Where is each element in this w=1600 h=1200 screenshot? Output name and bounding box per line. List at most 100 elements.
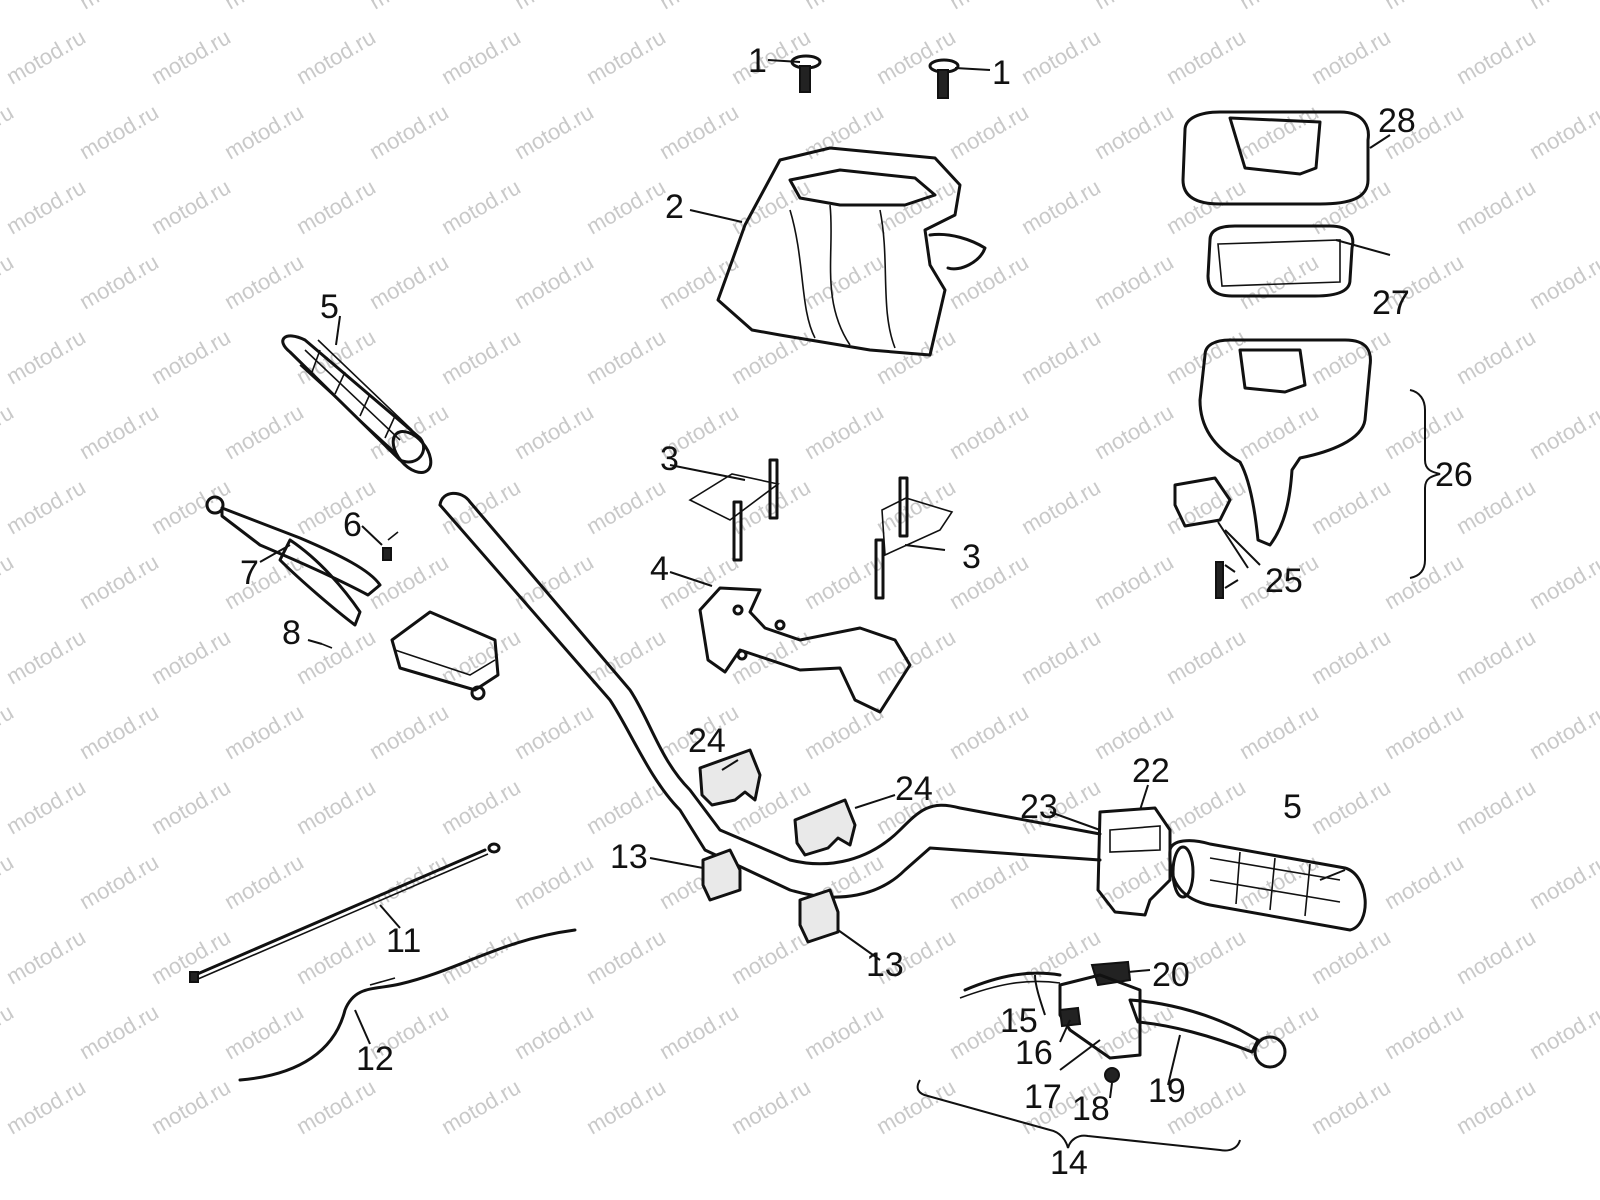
watermark-text: motod.ru: [1452, 174, 1540, 239]
watermark-text: motod.ru: [1525, 0, 1600, 14]
watermark-text: motod.ru: [1235, 99, 1323, 164]
part-3-bolts-right: [874, 476, 954, 600]
watermark-text: motod.ru: [1452, 924, 1540, 989]
part-27-diaphragm: [1206, 224, 1355, 298]
part-18-nut: [1104, 1067, 1120, 1083]
callout-6: 6: [343, 506, 362, 544]
watermark-text: motod.ru: [0, 849, 18, 914]
watermark-text: motod.ru: [1307, 174, 1395, 239]
watermark-text: motod.ru: [147, 324, 235, 389]
watermark-text: motod.ru: [75, 0, 163, 14]
callout-12: 12: [356, 1040, 394, 1078]
leader-lines: [259, 59, 1441, 1152]
watermark-text: motod.ru: [292, 624, 380, 689]
part-28-reservoir-cap: [1181, 110, 1370, 206]
watermark-text: motod.ru: [292, 1074, 380, 1139]
watermark-text: motod.ru: [510, 849, 598, 914]
watermark-text: motod.ru: [945, 0, 1033, 14]
watermark-text: motod.ru: [1162, 774, 1250, 839]
watermark-text: motod.ru: [1090, 399, 1178, 464]
watermark-text: motod.ru: [727, 174, 815, 239]
watermark-text: motod.ru: [1090, 99, 1178, 164]
watermark-text: motod.ru: [872, 474, 960, 539]
callout-7: 7: [240, 554, 259, 592]
watermark-text: motod.ru: [510, 249, 598, 314]
watermark-text: motod.ru: [365, 699, 453, 764]
watermark-text: motod.ru: [75, 849, 163, 914]
watermark-text: motod.ru: [1017, 174, 1105, 239]
watermark-text: motod.ru: [1235, 0, 1323, 14]
part-6-pin: [382, 531, 399, 561]
watermark-text: motod.ru: [292, 774, 380, 839]
watermark-text: motod.ru: [1235, 999, 1323, 1064]
watermark-text: motod.ru: [147, 174, 235, 239]
watermark-text: motod.ru: [1525, 399, 1600, 464]
watermark-text: motod.ru: [1017, 324, 1105, 389]
watermark-text: motod.ru: [292, 174, 380, 239]
watermark-text: motod.ru: [1380, 399, 1468, 464]
watermark-text: motod.ru: [727, 924, 815, 989]
watermark-text: motod.ru: [1452, 24, 1540, 89]
watermark-text: motod.ru: [1525, 699, 1600, 764]
callout-11: 11: [386, 922, 421, 960]
watermark-text: motod.ru: [1017, 24, 1105, 89]
watermark-text: motod.ru: [945, 549, 1033, 614]
watermark-text: motod.ru: [655, 0, 743, 14]
watermark-text: motod.ru: [0, 0, 18, 14]
part-1-screw-right: [928, 58, 960, 99]
part-13-clamp-left: [701, 848, 742, 902]
watermark-text: motod.ru: [582, 624, 670, 689]
watermark-text: motod.ru: [2, 24, 90, 89]
watermark-text: motod.ru: [365, 0, 453, 14]
watermark-text: motod.ru: [800, 399, 888, 464]
watermark-text: motod.ru: [655, 249, 743, 314]
callout-15: 15: [1000, 1002, 1038, 1040]
watermark-text: motod.ru: [1235, 849, 1323, 914]
callout-26: 26: [1435, 456, 1473, 494]
watermark-text: motod.ru: [0, 249, 18, 314]
watermark-text: motod.ru: [147, 774, 235, 839]
part-5-grip-right: [1168, 839, 1367, 932]
callout-24: 24: [688, 722, 726, 760]
watermark-text: motod.ru: [437, 324, 525, 389]
watermark-text: motod.ru: [1380, 999, 1468, 1064]
watermark-text: motod.ru: [2, 474, 90, 539]
watermark-text: motod.ru: [1017, 474, 1105, 539]
watermark-text: motod.ru: [872, 1074, 960, 1139]
watermark-text: motod.ru: [0, 99, 18, 164]
watermark-text: motod.ru: [1307, 774, 1395, 839]
watermark-text: motod.ru: [510, 399, 598, 464]
watermark-text: motod.ru: [1525, 249, 1600, 314]
watermark-text: motod.ru: [1452, 774, 1540, 839]
callout-24: 24: [895, 770, 933, 808]
watermark-text: motod.ru: [292, 924, 380, 989]
callout-27: 27: [1372, 284, 1410, 322]
watermark-text: motod.ru: [1380, 699, 1468, 764]
part-4-bracket: [698, 586, 912, 714]
watermark-text: motod.ru: [945, 699, 1033, 764]
callout-5: 5: [1283, 788, 1302, 826]
watermark-text: motod.ru: [1090, 849, 1178, 914]
part-2-handlebar-cover: [716, 146, 987, 357]
callout-3: 3: [962, 538, 981, 576]
part-12-cable: [238, 928, 577, 1082]
watermark-text: motod.ru: [147, 24, 235, 89]
watermark-text: motod.ru: [147, 624, 235, 689]
watermark-text: motod.ru: [437, 174, 525, 239]
watermark-text: motod.ru: [582, 174, 670, 239]
callout-25: 25: [1265, 562, 1303, 600]
watermark-text: motod.ru: [582, 924, 670, 989]
watermark-text: motod.ru: [582, 1074, 670, 1139]
callout-1: 1: [748, 42, 767, 80]
watermark-text: motod.ru: [1017, 924, 1105, 989]
callout-20: 20: [1152, 956, 1190, 994]
watermark-text: motod.ru: [0, 999, 18, 1064]
watermark-text: motod.ru: [872, 624, 960, 689]
watermark-text: motod.ru: [510, 0, 598, 14]
watermark-text: motod.ru: [1452, 1074, 1540, 1139]
watermark-text: motod.ru: [510, 699, 598, 764]
callout-8: 8: [282, 614, 301, 652]
callout-22: 22: [1132, 752, 1170, 790]
watermark-text: motod.ru: [437, 24, 525, 89]
